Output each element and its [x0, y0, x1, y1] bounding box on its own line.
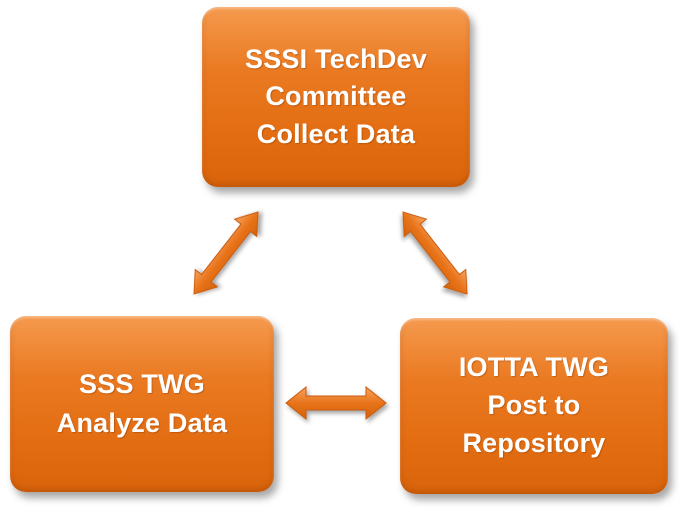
arrow-top-left: [193, 211, 259, 295]
node-line: SSSI TechDev: [245, 44, 427, 75]
node-iotta-twg: IOTTA TWG Post to Repository: [400, 318, 668, 494]
node-line: Analyze Data: [56, 408, 228, 438]
node-sssi-techdev-committee: SSSI TechDev Committee Collect Data: [202, 7, 470, 187]
node-line: SSS TWG: [79, 368, 205, 399]
node-line: Committee: [265, 81, 407, 112]
arrow-left-right: [285, 385, 387, 421]
node-line: Collect Data: [256, 118, 416, 149]
node-line: IOTTA TWG: [458, 352, 610, 383]
node-sss-twg: SSS TWG Analyze Data: [10, 316, 274, 492]
node-line: Post to: [487, 390, 581, 421]
node-line: Repository: [462, 427, 606, 458]
arrow-top-right: [402, 211, 468, 295]
